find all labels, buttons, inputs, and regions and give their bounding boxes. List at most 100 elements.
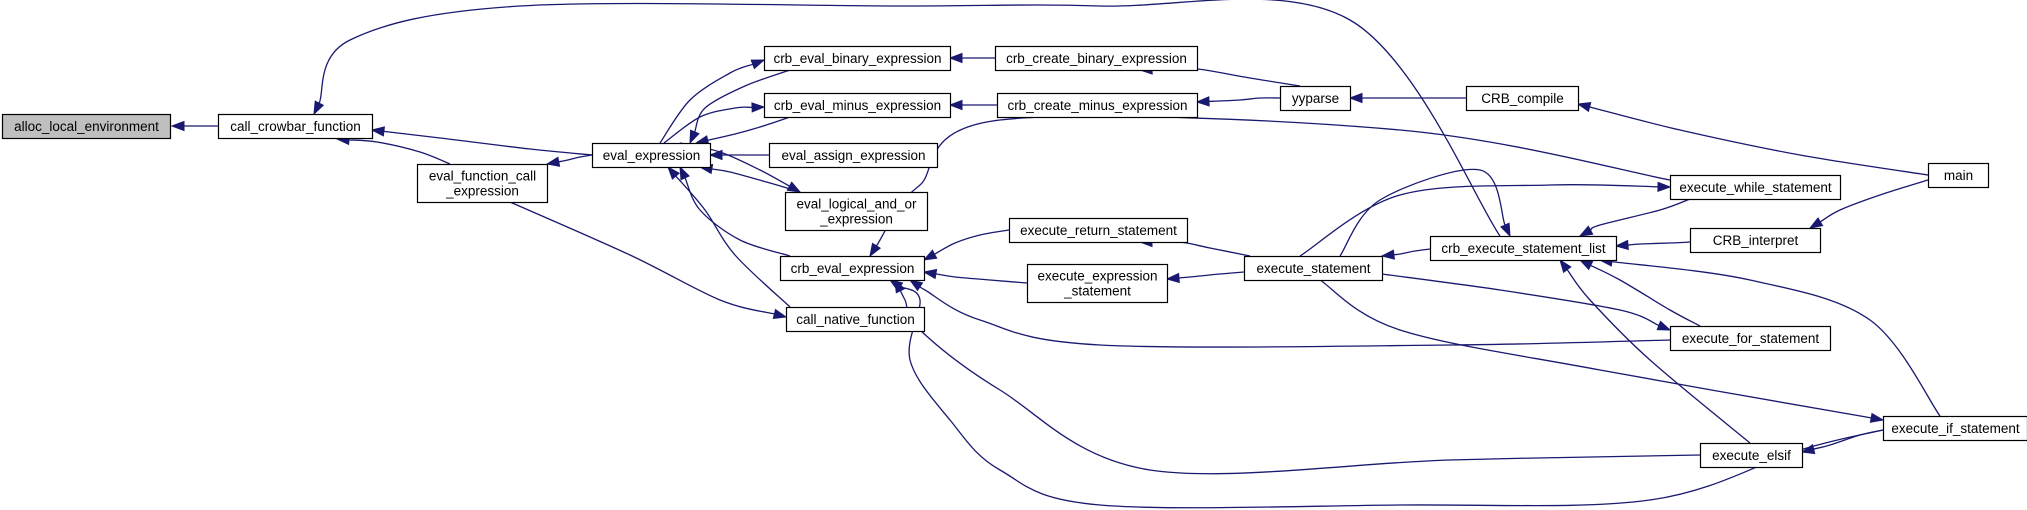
node-label: crb_execute_statement_list (1441, 241, 1606, 256)
node-crb_eval_expression[interactable]: crb_eval_expression (779, 255, 926, 282)
node-CRB_interpret[interactable]: CRB_interpret (1689, 227, 1822, 254)
edge-eval_expression-to-eval_function_call_expression (545, 154, 593, 167)
arrowhead-icon (750, 59, 766, 70)
node-crb_eval_binary_expression[interactable]: crb_eval_binary_expression (763, 45, 952, 72)
node-box (1429, 235, 1618, 262)
node-crb_create_binary_expression[interactable]: crb_create_binary_expression (994, 45, 1199, 72)
arrowhead-icon (922, 249, 938, 261)
node-crb_create_minus_expression[interactable]: crb_create_minus_expression (996, 92, 1199, 119)
arrowhead-icon (689, 129, 700, 145)
node-execute_if_statement[interactable]: execute_if_statement (1882, 415, 2027, 442)
node-box (591, 142, 712, 169)
node-label: execute_elsif (1712, 448, 1791, 463)
node-CRB_compile[interactable]: CRB_compile (1465, 85, 1580, 112)
node-main[interactable]: main (1927, 162, 1990, 189)
node-box (768, 142, 939, 169)
arrowhead-icon (1165, 272, 1180, 284)
node-label: crb_eval_expression (791, 261, 915, 276)
node-call_native_function[interactable]: call_native_function (785, 306, 926, 333)
node-yyparse[interactable]: yyparse (1279, 85, 1352, 112)
node-label: _statement (1063, 284, 1131, 299)
arrowhead-icon (1800, 443, 1816, 455)
edge-line (558, 154, 593, 163)
node-label: call_crowbar_function (230, 119, 361, 134)
node-box (779, 255, 926, 282)
arrowhead-icon (1614, 239, 1629, 251)
node-label: alloc_local_environment (14, 119, 159, 134)
node-call_crowbar_function[interactable]: call_crowbar_function (217, 113, 374, 140)
node-crb_execute_statement_list[interactable]: crb_execute_statement_list (1429, 235, 1618, 262)
edge-execute_if_statement-to-execute_elsif (1800, 429, 1884, 455)
node-box (1927, 162, 1990, 189)
arrowhead-icon (1578, 225, 1594, 237)
node-label: crb_create_minus_expression (1007, 98, 1187, 113)
arrowhead-icon (545, 156, 561, 167)
edge-line (675, 175, 791, 308)
node-execute_statement[interactable]: execute_statement (1243, 255, 1384, 282)
edge-eval_expression-to-crb_eval_binary_expression (659, 59, 766, 144)
edge-line (1299, 183, 1659, 257)
arrowhead-icon (772, 308, 788, 319)
arrowhead-icon (1578, 259, 1594, 271)
edge-line (1381, 273, 1660, 327)
edge-line (899, 286, 1884, 509)
edge-line (1566, 269, 1751, 444)
edge-line (659, 63, 754, 144)
node-execute_return_statement[interactable]: execute_return_statement (1008, 217, 1189, 244)
node-execute_while_statement[interactable]: execute_while_statement (1669, 174, 1842, 201)
edge-eval_expression-to-call_crowbar_function (370, 126, 593, 156)
edge-execute_statement-to-crb_execute_statement_list (1339, 168, 1511, 257)
node-execute_for_statement[interactable]: execute_for_statement (1669, 325, 1832, 352)
arrowhead-icon (370, 126, 385, 137)
node-label: eval_function_call (429, 169, 536, 184)
node-eval_logical_and_or_expression[interactable]: eval_logical_and_or_expression (784, 191, 929, 232)
node-box (763, 92, 952, 119)
edge-line (1339, 168, 1506, 257)
edge-line (1178, 271, 1245, 279)
node-box (1008, 217, 1189, 244)
node-box (1669, 174, 1842, 201)
arrowhead-icon (908, 279, 924, 292)
node-eval_assign_expression[interactable]: eval_assign_expression (768, 142, 939, 169)
edge-execute_while_statement-to-crb_eval_expression (869, 115, 1671, 258)
arrowhead-icon (667, 165, 681, 180)
arrowhead-icon (1656, 320, 1672, 331)
edge-line (684, 177, 791, 257)
edge-line (663, 106, 753, 144)
edge-line (694, 69, 791, 133)
node-crb_eval_minus_expression[interactable]: crb_eval_minus_expression (763, 92, 952, 119)
edge-line (1627, 241, 1691, 246)
node-execute_elsif[interactable]: execute_elsif (1699, 442, 1804, 469)
node-alloc_local_environment[interactable]: alloc_local_environment (1, 113, 172, 140)
edge-call_crowbar_function-to-alloc_local_environment (170, 120, 218, 132)
node-label: execute_statement (1256, 261, 1370, 276)
arrowhead-icon (1559, 258, 1572, 274)
node-label: call_native_function (796, 312, 915, 327)
arrowhead-icon (888, 279, 904, 292)
edge-execute_expression_statement-to-crb_eval_expression (922, 268, 1028, 284)
node-label: execute_while_statement (1679, 180, 1832, 195)
node-label: execute_if_statement (1891, 421, 2020, 436)
edge-execute_statement-to-execute_expression_statement (1165, 271, 1245, 284)
edge-line (1393, 248, 1431, 256)
node-execute_expression_statement[interactable]: execute_expression_statement (1026, 263, 1169, 304)
edge-line (1611, 260, 1941, 417)
node-label: _expression (445, 184, 519, 199)
edge-line (935, 273, 1028, 284)
node-box (1669, 325, 1832, 352)
edge-line (318, 0, 1501, 237)
node-label: yyparse (1292, 91, 1339, 106)
edge-line (934, 229, 1010, 255)
node-eval_function_call_expression[interactable]: eval_function_call_expression (416, 163, 549, 204)
node-box (996, 92, 1199, 119)
node-eval_expression[interactable]: eval_expression (591, 142, 712, 169)
arrowhead-icon (869, 242, 882, 258)
edge-eval_expression-to-crb_eval_minus_expression (663, 102, 766, 144)
edge-crb_eval_minus_expression-to-eval_expression (694, 116, 791, 146)
arrowhead-icon (1195, 96, 1210, 107)
edge-crb_create_binary_expression-to-crb_eval_binary_expression (948, 52, 996, 64)
edge-CRB_compile-to-yyparse (1348, 92, 1466, 104)
edge-line (1819, 179, 1929, 223)
node-box (763, 45, 952, 72)
